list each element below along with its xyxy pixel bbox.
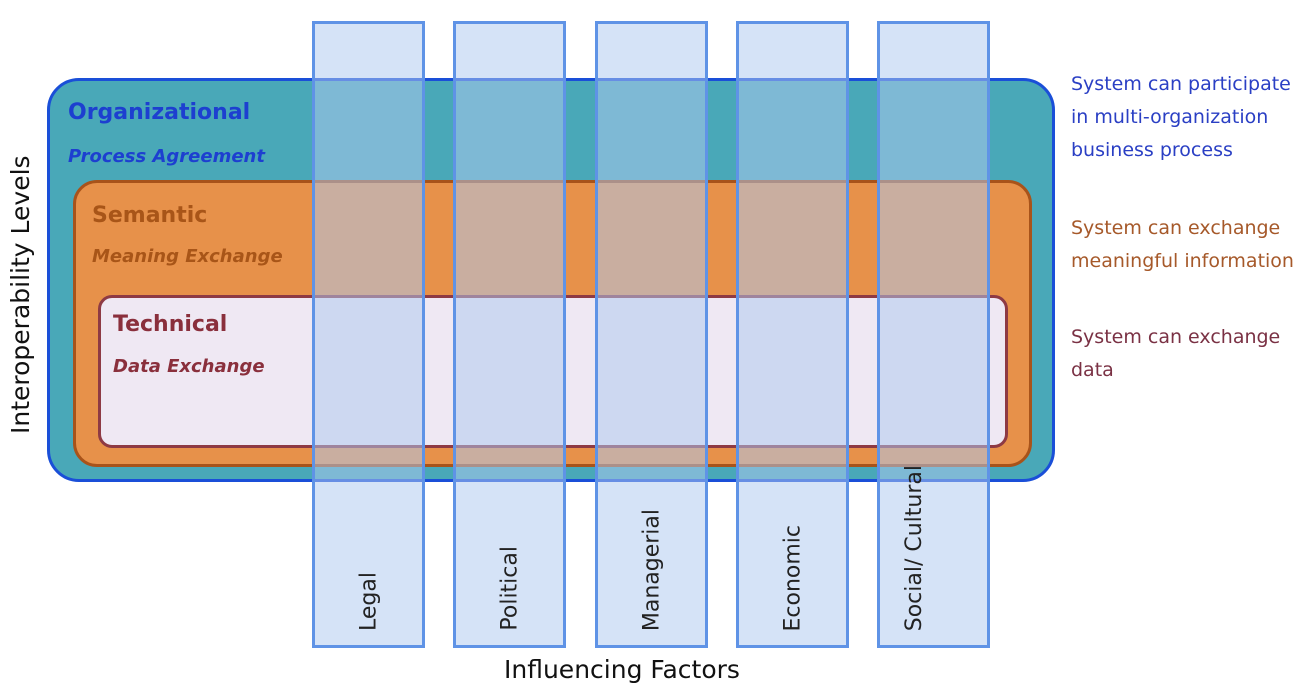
organizational-subtitle: Process Agreement: [68, 146, 265, 167]
technical-subtitle: Data Exchange: [113, 356, 265, 377]
x-axis-label: Influencing Factors: [504, 655, 740, 684]
semantic-title: Semantic: [92, 203, 208, 228]
semantic-description: System can exchange meaningful informati…: [1071, 217, 1294, 272]
technical-title: Technical: [113, 312, 228, 337]
factor-label: Legal: [355, 572, 381, 631]
organizational-title: Organizational: [68, 100, 251, 125]
y-axis-label: Interoperability Levels: [6, 155, 35, 435]
organizational-description: System can participate in multi-organiza…: [1071, 73, 1291, 161]
factor-label: Political: [496, 546, 522, 631]
technical-description: System can exchange data: [1071, 326, 1281, 381]
factor-column-social-cultural: Social/ Cultural: [877, 21, 990, 648]
factor-column-political: Political: [453, 21, 566, 648]
factor-label: Social/ Cultural: [901, 464, 927, 631]
semantic-subtitle: Meaning Exchange: [92, 246, 283, 267]
factor-column-legal: Legal: [312, 21, 425, 648]
factor-label: Economic: [779, 524, 805, 632]
factor-column-economic: Economic: [736, 21, 849, 648]
factor-column-managerial: Managerial: [595, 21, 708, 648]
factor-label: Managerial: [638, 508, 664, 631]
